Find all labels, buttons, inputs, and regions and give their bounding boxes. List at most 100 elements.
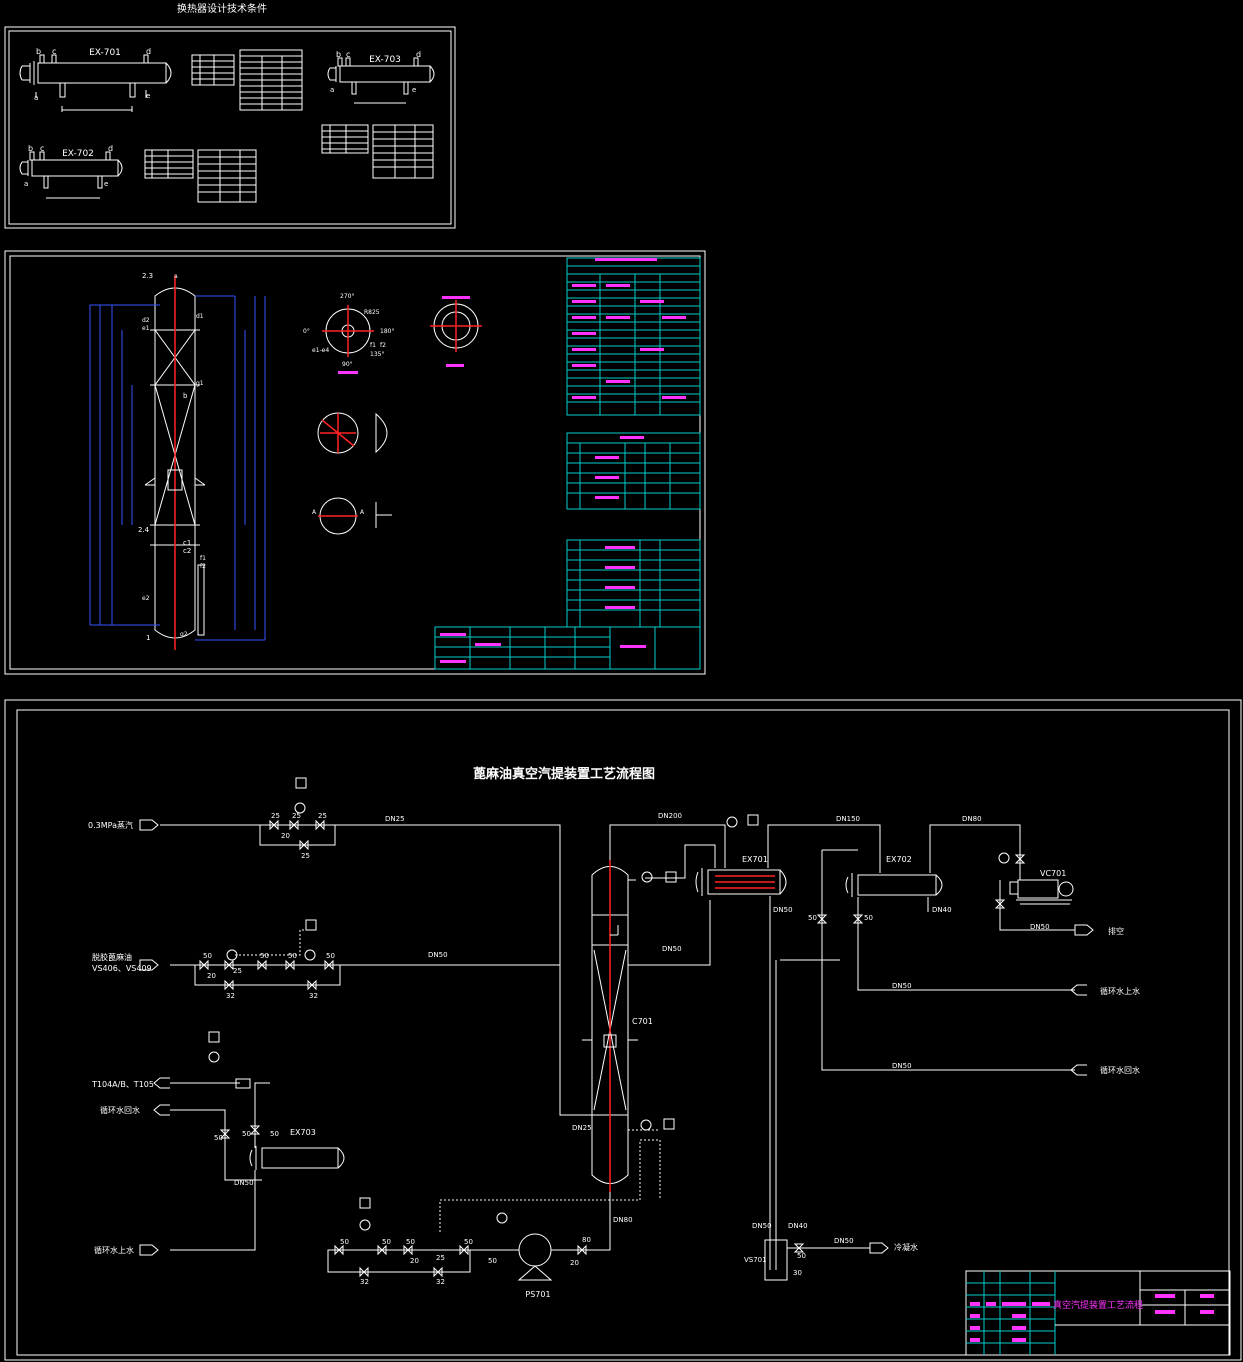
ex702-nozzle-d: d xyxy=(108,144,113,153)
valve-size: 50 xyxy=(214,1134,223,1142)
valve-size: 25 xyxy=(233,967,242,975)
pipe-dn50-ex701: DN50 xyxy=(662,945,682,953)
pipe-dn50-feed: DN50 xyxy=(428,951,448,959)
valve-size: 32 xyxy=(226,992,235,1000)
feed-pump-label: PS701 xyxy=(525,1290,550,1299)
label-cw-return-right: 循环水回水 xyxy=(1100,1065,1140,1075)
valve-size: 32 xyxy=(309,992,318,1000)
nozzle-f2: f2 xyxy=(200,563,206,570)
angle-90: 90° xyxy=(342,361,353,368)
pipe-dn50-condensate: DN50 xyxy=(834,1237,854,1245)
label-r825: R825 xyxy=(364,309,380,316)
valve-size: 50 xyxy=(270,1130,279,1138)
pfd-title: 蓖麻油真空汽提装置工艺流程图 xyxy=(473,766,655,782)
nozzle-e1: e1 xyxy=(142,325,150,332)
exchanger-ex702-pfd: EX702 xyxy=(845,855,943,897)
valve-size: 50 xyxy=(288,952,297,960)
callout-2-3: 2.3 xyxy=(142,272,153,280)
valve-size-labels: 25 25 25 20 25 50 50 50 50 20 25 32 32 5… xyxy=(203,812,873,1286)
sheet-exchanger-conditions: 换热器设计技术条件 EX-701 b c d a e EX-703 xyxy=(4,2,456,229)
valve-size: 20 xyxy=(207,972,216,980)
vacuum-pump-label: VC701 xyxy=(1040,869,1066,878)
valve-size: 50 xyxy=(488,1257,497,1265)
valve-size: 50 xyxy=(406,1238,415,1246)
valve-size: 32 xyxy=(436,1278,445,1286)
label-cw-return-left: 循环水回水 xyxy=(100,1105,140,1115)
column-elevation: 2.3 2.4 1 a b c1 c2 d1 d2 e1 e2 f1 f2 g1… xyxy=(89,272,266,650)
ex702-nozzle-c: c xyxy=(40,144,44,153)
valve-size: 50 xyxy=(242,1130,251,1138)
nozzle-b: b xyxy=(183,392,188,400)
angle-270: 270° xyxy=(340,293,354,300)
sheet1-title: 换热器设计技术条件 xyxy=(177,2,267,15)
vacuum-pump: VC701 xyxy=(1009,869,1074,905)
pipe-dn80-vacuum: DN80 xyxy=(962,815,982,823)
nozzle-d1: d1 xyxy=(196,313,204,320)
valve-size: 50 xyxy=(864,914,873,922)
pipe-dn25-steam: DN25 xyxy=(385,815,405,823)
valve-size: 50 xyxy=(260,952,269,960)
label-condensate: 冷凝水 xyxy=(894,1242,918,1252)
section-mark-left: A xyxy=(312,509,317,516)
label-vent: 排空 xyxy=(1108,926,1124,936)
angle-0: 0° xyxy=(303,328,310,335)
flange-detail xyxy=(430,296,482,367)
ex703-nozzle-b: b xyxy=(336,50,341,59)
nozzle-f1: f1 xyxy=(200,555,206,562)
ex703-nozzle-a: a xyxy=(330,86,334,94)
label-product-tanks: T104A/B、T105 xyxy=(91,1080,154,1089)
pipe-dn50-vent: DN50 xyxy=(1030,923,1050,931)
pipe-dn40-ex702: DN40 xyxy=(932,906,952,914)
ex701-nozzle-e: e xyxy=(146,92,150,100)
ex703-tag: EX-703 xyxy=(369,55,401,65)
label-oil-tanks: VS406、VS409 xyxy=(92,964,152,973)
ex701-nozzle-d: d xyxy=(146,47,151,56)
label-cw-supply-right: 循环水上水 xyxy=(1100,986,1140,996)
angle-135: 135° xyxy=(370,351,384,358)
valve-size: 30 xyxy=(793,1269,802,1277)
pipe-size-labels: DN25 DN25 DN200 DN150 DN80 DN80 DN50 DN5… xyxy=(234,812,1050,1245)
title-block-drawing-name: 真空汽提装置工艺流程 xyxy=(1053,1299,1143,1311)
valve-size: 20 xyxy=(570,1259,579,1267)
pipe-dn80-bottoms: DN80 xyxy=(613,1216,633,1224)
column-label: C701 xyxy=(632,1017,653,1026)
valve-size: 20 xyxy=(281,832,290,840)
nozzle-g2: g2 xyxy=(180,631,188,638)
pipe-dn25-column: DN25 xyxy=(572,1124,592,1132)
label-f1: f1 xyxy=(370,342,376,349)
section-mark-right: A xyxy=(360,509,365,516)
instruments xyxy=(208,777,1010,1231)
pipe-dn50-ex701-out: DN50 xyxy=(773,906,793,914)
exchanger-ex703-pfd: EX703 xyxy=(249,1128,345,1170)
column-c701: C701 xyxy=(582,860,653,1192)
callout-1: 1 xyxy=(146,634,150,642)
piping xyxy=(160,824,1075,1273)
nozzle-orientation-view: 270° 0° 180° 90° 135° e1-e4 R825 f1 f2 xyxy=(303,293,394,374)
pipe-dn50-cw-return: DN50 xyxy=(892,1062,912,1070)
ex702-label: EX702 xyxy=(886,855,912,864)
angle-180: 180° xyxy=(380,328,394,335)
pipe-dn200: DN200 xyxy=(658,812,682,820)
nozzle-e2: e2 xyxy=(142,595,150,602)
valve-size: 25 xyxy=(292,812,301,820)
label-steam: 0.3MPa蒸汽 xyxy=(88,820,133,830)
nozzle-a: a xyxy=(174,273,178,280)
seal-tank: VS701 xyxy=(744,960,788,1281)
nozzle-c1: c1 xyxy=(183,539,191,547)
assembly-tables xyxy=(434,257,701,670)
ex703-nozzle-c: c xyxy=(346,50,350,59)
pipe-dn150: DN150 xyxy=(836,815,860,823)
ex701-nozzle-b: b xyxy=(36,47,41,56)
label-e1-e4: e1-e4 xyxy=(312,347,329,354)
valve-size: 50 xyxy=(203,952,212,960)
pipe-dn40-seal: DN40 xyxy=(788,1222,808,1230)
ex701-tag: EX-701 xyxy=(89,48,121,58)
ex701-nozzle-c: c xyxy=(52,47,56,56)
valves xyxy=(199,819,1026,1278)
ex701-label: EX701 xyxy=(742,855,768,864)
feed-pump: PS701 xyxy=(515,1233,560,1299)
valve-size: 25 xyxy=(436,1254,445,1262)
pipe-dn50-ex703: DN50 xyxy=(234,1179,254,1187)
ex702-nozzle-b: b xyxy=(28,144,33,153)
exchanger-ex703: EX-703 b c d a e xyxy=(327,50,435,104)
